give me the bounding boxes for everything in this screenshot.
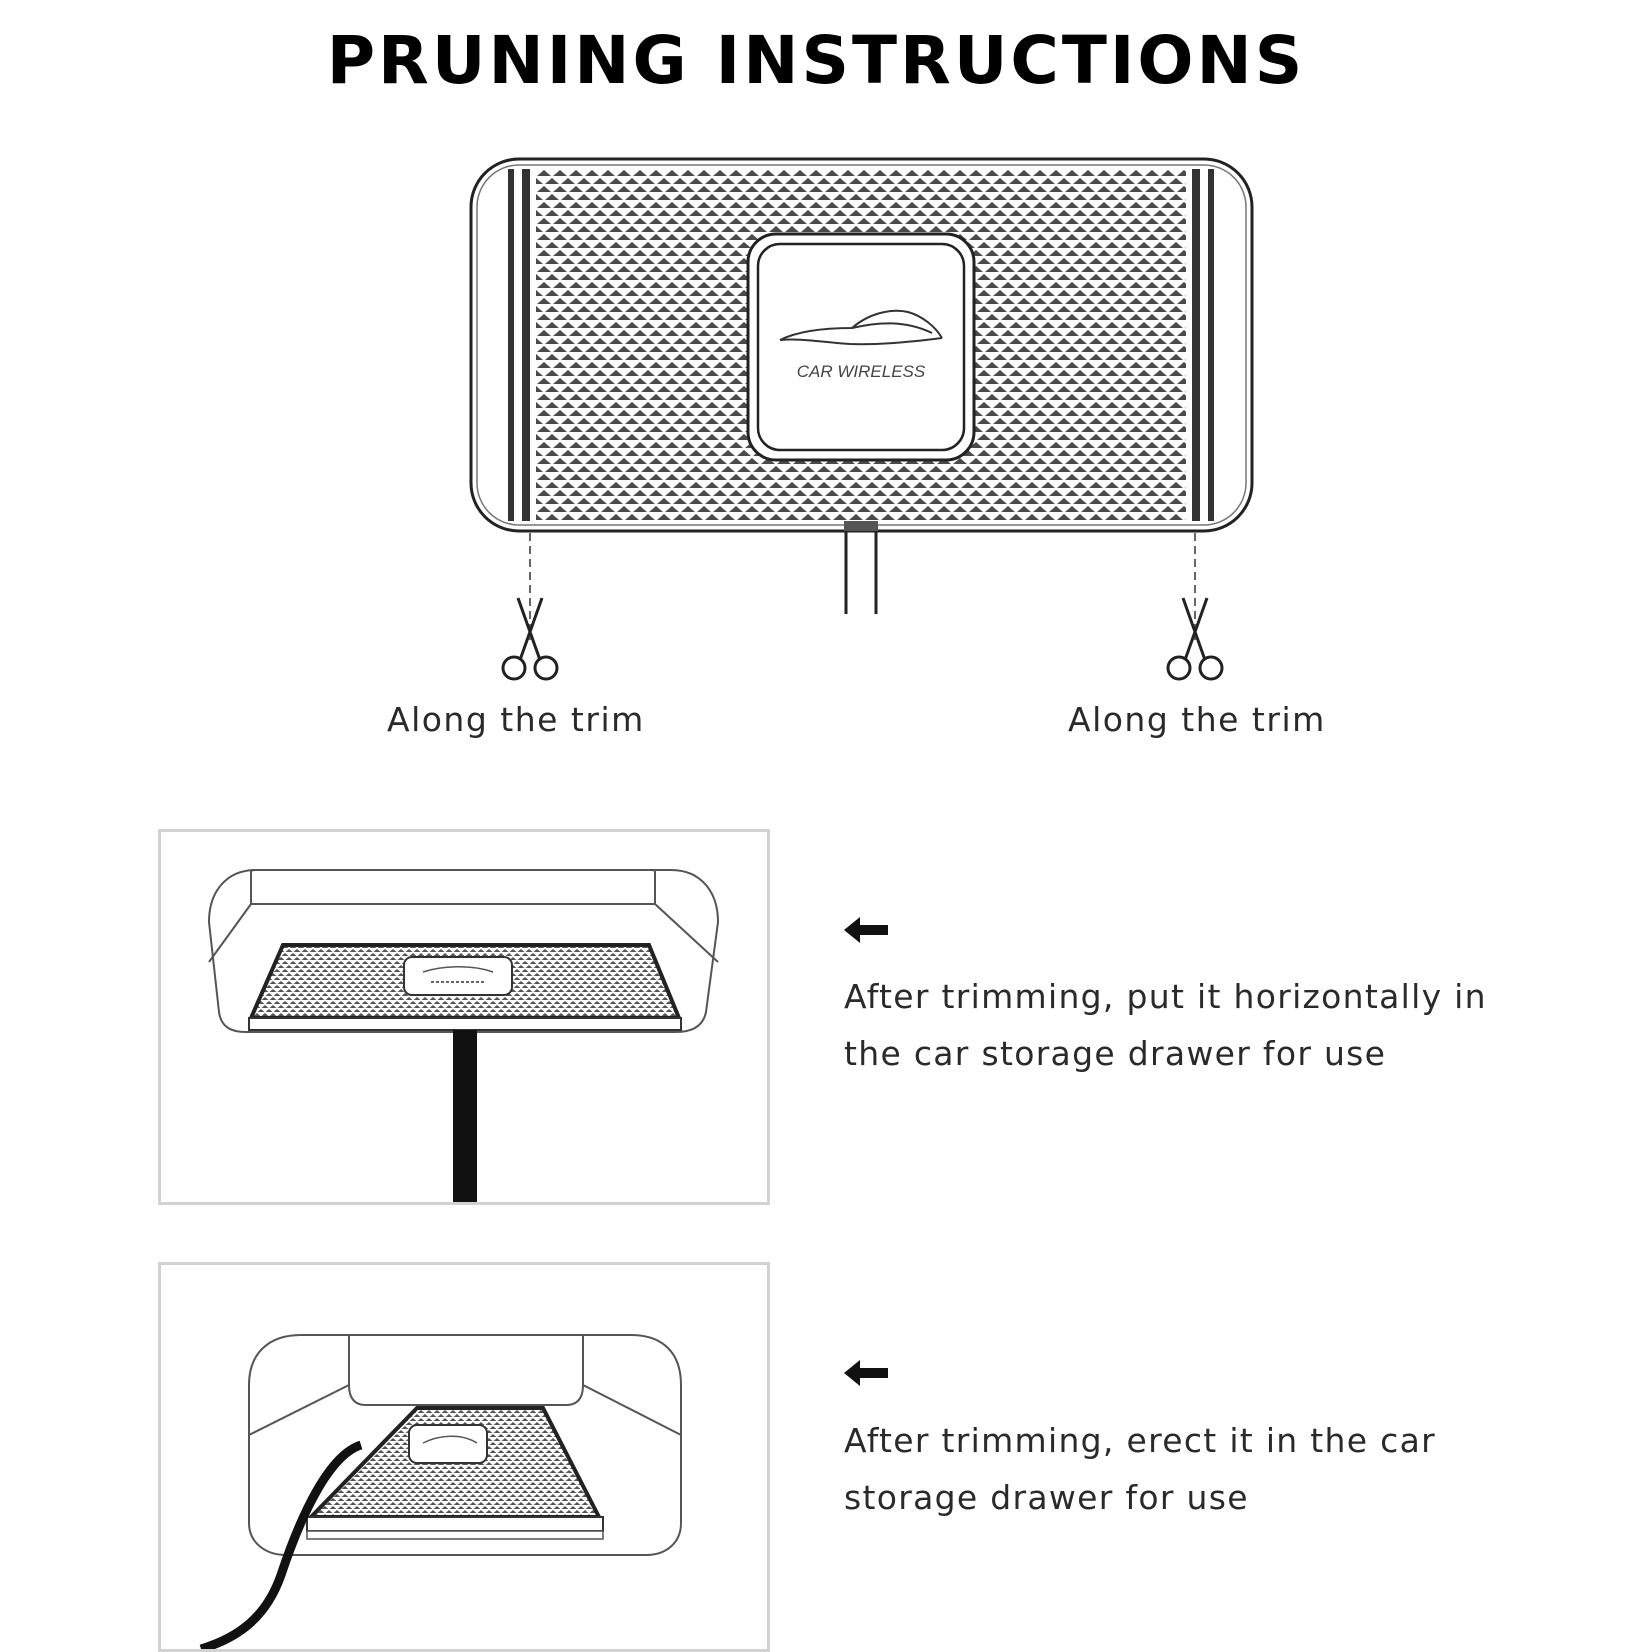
step-line: After trimming, erect it in the car bbox=[844, 1421, 1436, 1460]
upright-placement-illustration bbox=[158, 1262, 770, 1652]
step-horizontal-text: After trimming, put it horizontally in t… bbox=[844, 968, 1487, 1082]
pad-logo-text: CAR WIRELESS bbox=[797, 362, 926, 381]
car-icon bbox=[779, 309, 943, 346]
arrow-left-icon bbox=[844, 1360, 888, 1386]
step-upright-text: After trimming, erect it in the car stor… bbox=[844, 1412, 1436, 1526]
scissors-icon bbox=[1166, 597, 1224, 681]
horizontal-placement-illustration bbox=[158, 829, 770, 1205]
step-line: After trimming, put it horizontally in bbox=[844, 977, 1487, 1016]
trim-label-left: Along the trim bbox=[387, 700, 645, 739]
step-line: storage drawer for use bbox=[844, 1478, 1249, 1517]
trim-label-right: Along the trim bbox=[1068, 700, 1326, 739]
page-title: PRUNING INSTRUCTIONS bbox=[326, 22, 1306, 99]
step-line: the car storage drawer for use bbox=[844, 1034, 1387, 1073]
arrow-left-icon bbox=[844, 917, 888, 943]
scissors-icon bbox=[501, 597, 559, 681]
